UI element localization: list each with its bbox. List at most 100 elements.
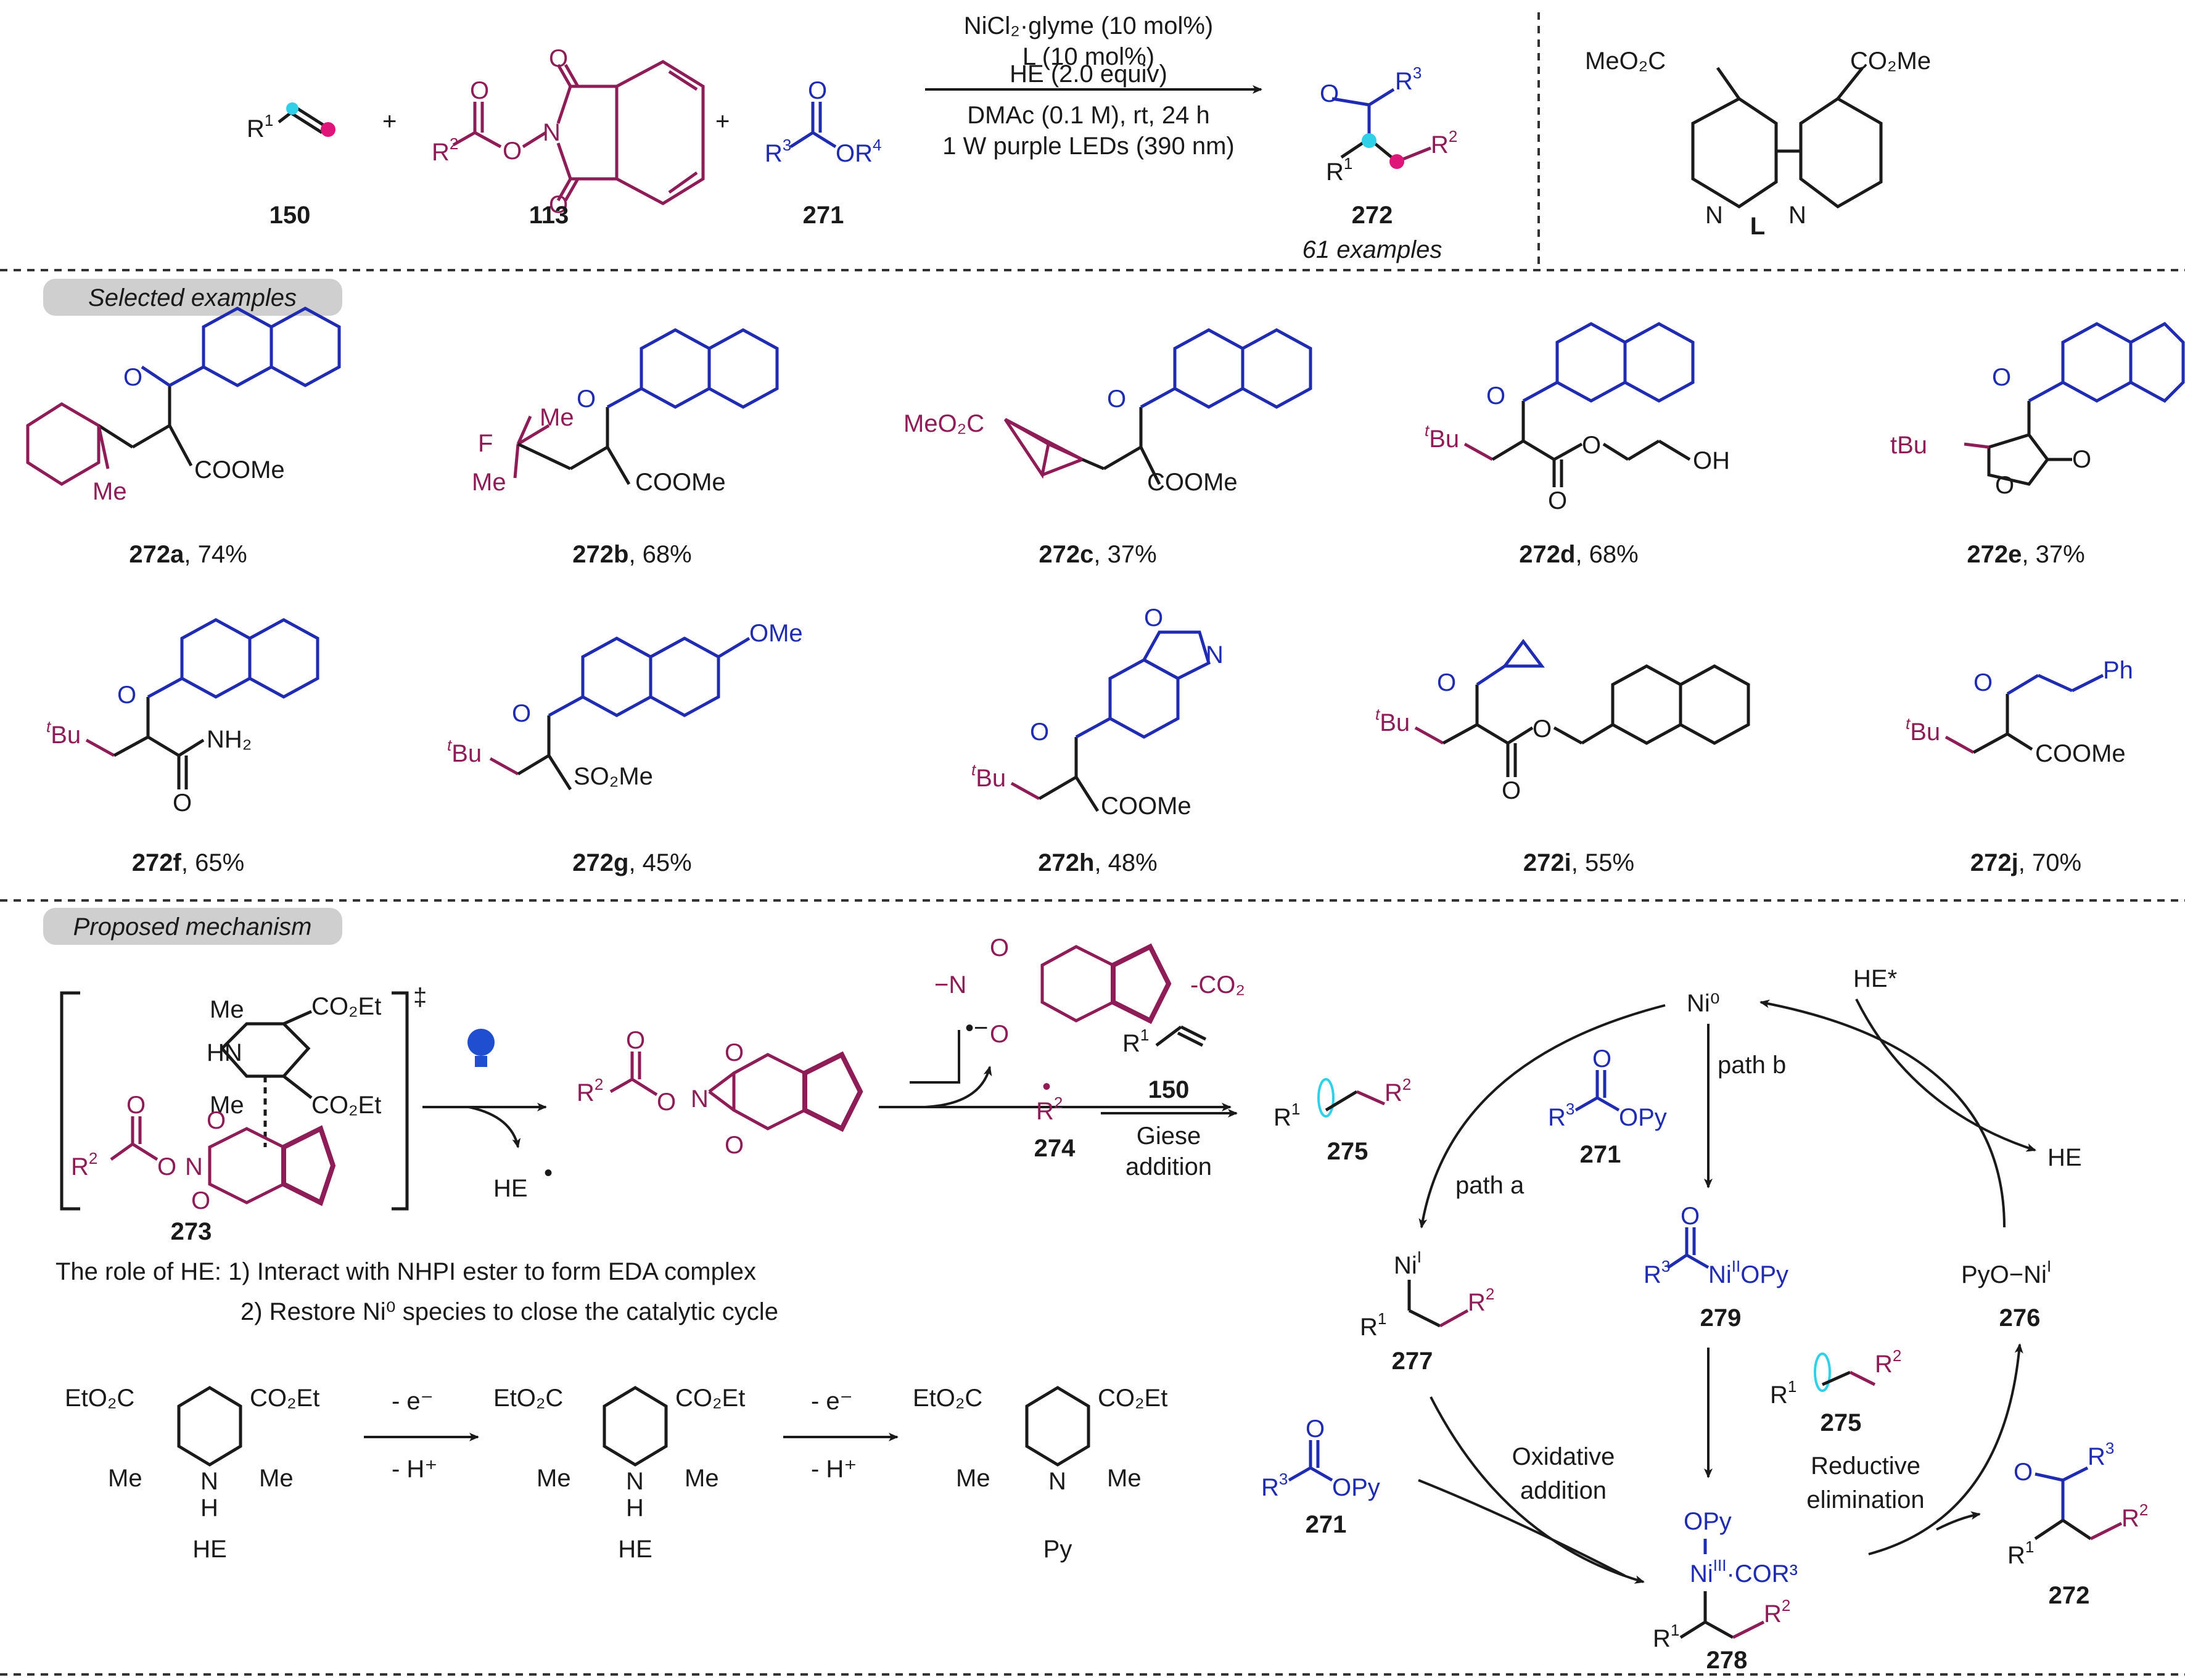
- svg-text:278: 278: [1706, 1647, 1748, 1674]
- svg-text:EtO₂C: EtO₂C: [913, 1385, 982, 1412]
- svg-text:272f, 65%: 272f, 65%: [132, 849, 244, 876]
- svg-text:tBu: tBu: [1906, 714, 1940, 746]
- phthalimide-anion: O −N O -CO₂: [934, 934, 1245, 1048]
- svg-text:276: 276: [1999, 1304, 2041, 1332]
- svg-text:150: 150: [1148, 1076, 1190, 1103]
- example-272c: O MeO₂C COOMe: [903, 328, 1312, 496]
- reactant-113: [452, 60, 705, 205]
- svg-text:279: 279: [1700, 1304, 1742, 1332]
- svg-text:tBu: tBu: [971, 760, 1006, 792]
- example-272d: O tBu O O OH: [1425, 322, 1730, 514]
- svg-text:- H⁺: - H⁺: [392, 1456, 437, 1483]
- svg-text:HE (2.0 equiv): HE (2.0 equiv): [1010, 60, 1167, 88]
- svg-text:Proposed mechanism: Proposed mechanism: [73, 913, 312, 941]
- svg-text:Me: Me: [259, 1465, 294, 1492]
- svg-text:MeO₂C: MeO₂C: [903, 410, 984, 437]
- svg-text:CO₂Me: CO₂Me: [1850, 47, 1931, 75]
- svg-text:R2: R2: [71, 1149, 97, 1180]
- reaction-conditions: NiCl₂·glyme (10 mol%) L (10 mol%) HE (2.…: [925, 12, 1262, 160]
- svg-text:1 W purple LEDs (390 nm): 1 W purple LEDs (390 nm): [942, 133, 1235, 160]
- svg-text:O: O: [503, 138, 522, 165]
- svg-text:O: O: [990, 1021, 1009, 1048]
- svg-text:O: O: [157, 1153, 176, 1180]
- svg-text:tBu: tBu: [1425, 421, 1459, 453]
- svg-text:Me: Me: [210, 996, 244, 1023]
- svg-text:277: 277: [1392, 1348, 1433, 1375]
- svg-text:O: O: [2014, 1459, 2033, 1486]
- svg-text:COOMe: COOMe: [2035, 740, 2126, 767]
- svg-text:Me: Me: [108, 1465, 142, 1492]
- example-272j: O Ph tBu COOMe: [1906, 657, 2133, 767]
- example-labels-row1: 272a, 74% 272b, 68% 272c, 37% 272d, 68% …: [129, 541, 2084, 568]
- svg-text:O: O: [1533, 715, 1552, 743]
- svg-text:R1: R1: [1360, 1309, 1386, 1341]
- svg-text:R1: R1: [247, 111, 273, 142]
- svg-text:O: O: [1144, 604, 1163, 632]
- svg-text:O: O: [1992, 364, 2011, 391]
- svg-text:HE*: HE*: [1853, 965, 1897, 992]
- svg-text:N: N: [200, 1468, 218, 1495]
- svg-text:Giese: Giese: [1137, 1122, 1201, 1150]
- eda-complex-273: Me CO₂Et HN Me CO₂Et R2 O O N O O ‡ 273: [60, 984, 427, 1245]
- example-272f: O tBu NH₂ O: [46, 618, 319, 817]
- svg-text:COOMe: COOMe: [1147, 469, 1238, 496]
- svg-text:O: O: [117, 681, 136, 709]
- he-oxidation-series: EtO₂C CO₂Et Me Me N H HE - e⁻ - H⁺ EtO₂C…: [65, 1385, 1167, 1563]
- svg-text:272a, 74%: 272a, 74%: [129, 541, 247, 568]
- svg-text:R2: R2: [1431, 127, 1457, 159]
- svg-text:- e⁻: - e⁻: [392, 1388, 434, 1415]
- svg-text:N: N: [543, 119, 561, 146]
- product-272: O R3 R1 R2 272 61 examples: [1302, 64, 1458, 263]
- svg-text:R1: R1: [1653, 1621, 1679, 1652]
- svg-text:O: O: [512, 700, 531, 727]
- svg-text:R1: R1: [1326, 154, 1352, 186]
- svg-text:OPy: OPy: [1684, 1508, 1732, 1535]
- svg-text:R2: R2: [432, 134, 458, 166]
- reactant-271: R3 O OR4 271: [765, 77, 881, 229]
- svg-text:O: O: [577, 385, 596, 413]
- example-272e: O tBu O O: [1890, 321, 2185, 499]
- svg-text:O: O: [207, 1107, 226, 1134]
- svg-text:Me: Me: [210, 1092, 244, 1119]
- svg-text:Reductive: Reductive: [1811, 1452, 1920, 1480]
- svg-text:O: O: [657, 1089, 676, 1116]
- svg-text:N: N: [1788, 202, 1806, 229]
- svg-text:N: N: [1705, 202, 1723, 229]
- svg-text:272e, 37%: 272e, 37%: [1967, 541, 2084, 568]
- svg-text:-CO₂: -CO₂: [1190, 971, 1245, 999]
- example-272b: O F Me Me COOMe: [472, 328, 779, 496]
- ligand-L: MeO₂C CO₂Me N N L: [1585, 47, 1931, 240]
- he-role-2: 2) Restore Ni⁰ species to close the cata…: [241, 1298, 778, 1325]
- svg-text:272g, 45%: 272g, 45%: [572, 849, 691, 876]
- svg-text:DMAc (0.1 M), rt, 24 h: DMAc (0.1 M), rt, 24 h: [967, 102, 1209, 129]
- svg-text:R2: R2: [1875, 1346, 1901, 1378]
- svg-text:CO₂Et: CO₂Et: [1098, 1385, 1167, 1412]
- svg-text:NH₂: NH₂: [207, 726, 252, 753]
- svg-text:O: O: [1320, 80, 1339, 107]
- svg-text:N: N: [1206, 641, 1224, 669]
- svg-text:R3: R3: [1644, 1257, 1670, 1288]
- svg-text:R1: R1: [2007, 1538, 2034, 1569]
- svg-text:addition: addition: [1125, 1153, 1212, 1180]
- svg-text:O: O: [1306, 1415, 1325, 1443]
- svg-text:O: O: [191, 1187, 210, 1214]
- svg-text:path a: path a: [1455, 1172, 1525, 1199]
- svg-text:HN: HN: [207, 1039, 242, 1066]
- svg-text:O: O: [1681, 1203, 1700, 1230]
- svg-text:O: O: [1995, 472, 2014, 499]
- svg-text:OPy: OPy: [1332, 1474, 1380, 1501]
- svg-text:O: O: [725, 1132, 744, 1159]
- svg-text:R2: R2: [577, 1075, 603, 1106]
- svg-text:tBu: tBu: [1375, 705, 1410, 736]
- svg-text:272: 272: [2049, 1582, 2090, 1609]
- svg-text:O: O: [549, 191, 568, 218]
- svg-text:L: L: [1750, 213, 1765, 240]
- svg-text:•: •: [544, 1159, 553, 1187]
- svg-text:SO₂Me: SO₂Me: [574, 763, 653, 790]
- svg-text:113: 113: [529, 202, 569, 229]
- svg-text:OR4: OR4: [836, 136, 881, 167]
- svg-text:O: O: [1502, 777, 1521, 804]
- svg-text:HE: HE: [493, 1175, 528, 1202]
- svg-text:R3: R3: [1395, 64, 1422, 95]
